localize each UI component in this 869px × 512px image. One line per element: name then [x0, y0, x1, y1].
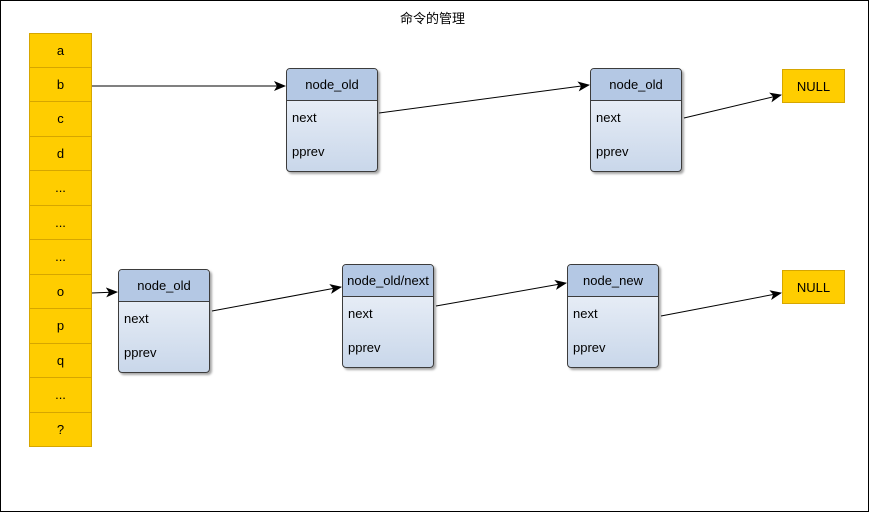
bucket-cell: o	[29, 274, 92, 309]
node-pprev-field: pprev	[573, 340, 606, 355]
node-pprev-field: pprev	[348, 340, 381, 355]
node-header: node_old	[287, 69, 377, 101]
node-header: node_old/next	[343, 265, 433, 297]
bucket-cell: d	[29, 136, 92, 171]
arrow-node-to-node	[435, 279, 567, 307]
node-next-field: next	[292, 110, 317, 125]
arrow-node-to-null	[660, 290, 782, 317]
bucket-cell: q	[29, 343, 92, 378]
null-terminator: NULL	[782, 270, 845, 304]
node-next-field: next	[124, 311, 149, 326]
null-terminator: NULL	[782, 69, 845, 103]
bucket-cell: b	[29, 67, 92, 102]
node-next-field: next	[348, 306, 373, 321]
node-pprev-field: pprev	[596, 144, 629, 159]
node-pprev-field: pprev	[124, 345, 157, 360]
list-node: node_new next pprev	[567, 264, 659, 368]
node-next-field: next	[573, 306, 598, 321]
bucket-cell: ...	[29, 378, 92, 413]
arrow-node-to-node	[211, 284, 342, 312]
list-node: node_old next pprev	[286, 68, 378, 172]
bucket-cell: ...	[29, 171, 92, 206]
bucket-cell: a	[29, 33, 92, 68]
diagram-title: 命令的管理	[399, 12, 465, 27]
bucket-cell: p	[29, 309, 92, 344]
bucket-cell: c	[29, 102, 92, 137]
bucket-cell: ...	[29, 240, 92, 275]
node-header: node_old	[591, 69, 681, 101]
arrow-node-to-null	[683, 92, 782, 119]
node-pprev-field: pprev	[292, 144, 325, 159]
hash-bucket-array: a b c d ... ... ... o p q ... ?	[29, 33, 92, 447]
arrow-bucket-o-to-node	[91, 287, 118, 298]
list-node: node_old next pprev	[118, 269, 210, 373]
arrow-node-to-node	[378, 81, 590, 114]
node-header: node_new	[568, 265, 658, 297]
node-header: node_old	[119, 270, 209, 302]
node-next-field: next	[596, 110, 621, 125]
list-node: node_old next pprev	[590, 68, 682, 172]
bucket-cell: ...	[29, 205, 92, 240]
list-node: node_old/next next pprev	[342, 264, 434, 368]
bucket-cell: ?	[29, 412, 92, 447]
